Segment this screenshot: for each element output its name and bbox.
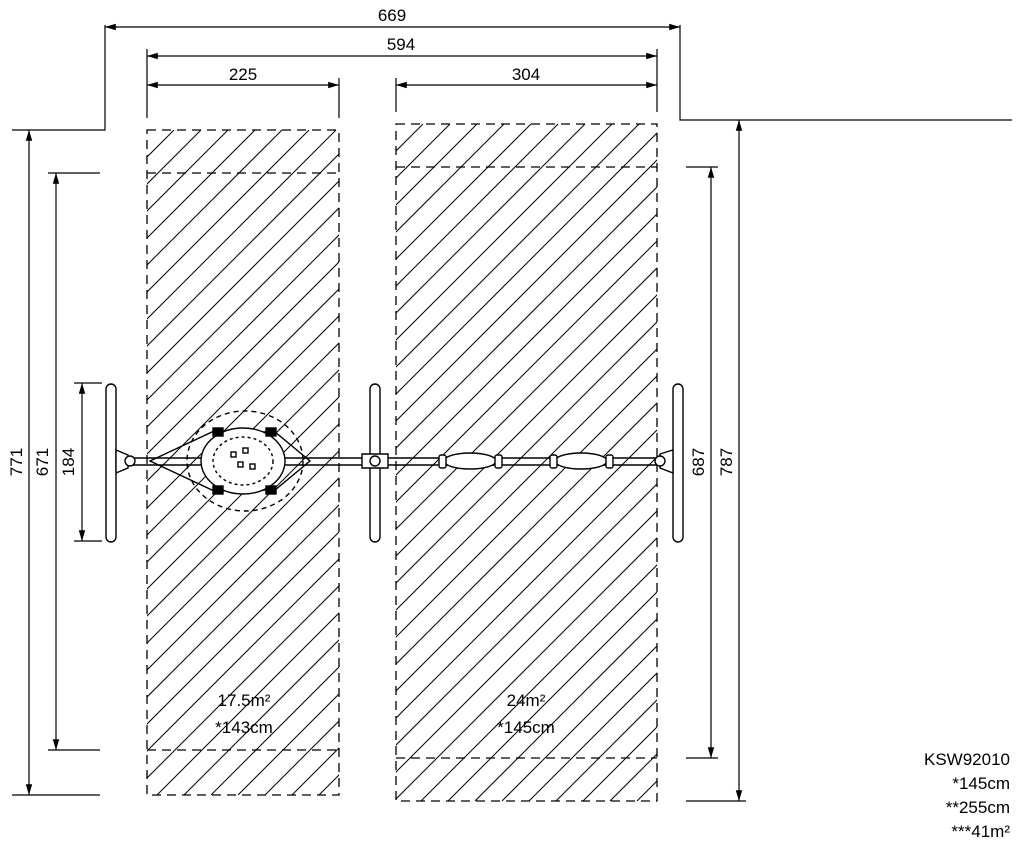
frame-leg-height-label: 184 (59, 448, 78, 476)
hatch-line (420, 564, 657, 801)
hatch-line (147, 130, 283, 266)
hatch-line (210, 666, 339, 795)
hatch-line (147, 130, 175, 158)
hatch-line (501, 645, 657, 801)
swing-frame (105, 383, 684, 543)
hatch-line (147, 234, 339, 428)
belt-seat-2 (549, 452, 614, 470)
hatch-line (147, 450, 339, 644)
hatch-line (528, 672, 657, 801)
hatch-line (156, 612, 339, 795)
left-inner-height-label: 671 (33, 448, 52, 476)
right-zone-area-label: 24m² (507, 691, 546, 710)
hatch-line (396, 186, 657, 449)
middle-a-frame (361, 383, 389, 543)
hatch-line (396, 429, 657, 692)
hatch-line (147, 423, 339, 617)
model-code: KSW92010 (924, 750, 1010, 769)
right-overall-height-label: 787 (717, 448, 736, 476)
hatch-line (396, 124, 559, 287)
hatch-line (147, 288, 339, 482)
hatch-line (396, 213, 657, 476)
hatch-line (396, 321, 657, 584)
hatch-line (396, 348, 657, 611)
left-zone-fall-height-label: *143cm (215, 718, 273, 737)
left-a-frame (105, 383, 136, 543)
dimension-inner-width (146, 49, 658, 118)
hatch-line (147, 207, 339, 401)
hatch-line (147, 180, 339, 374)
dimension-right-zone-width (395, 78, 657, 112)
overall-width-label: 669 (378, 6, 406, 25)
dimension-right-inner-height (686, 166, 718, 759)
hatch-line (147, 531, 339, 725)
hatch-line (147, 315, 339, 509)
hatch-line (396, 132, 657, 395)
dimension-left-zone-width (147, 78, 340, 118)
hatch-line (147, 130, 310, 293)
hatch-line (396, 124, 640, 368)
hatch-line (396, 124, 586, 314)
dimension-overall-width (12, 23, 1012, 131)
inner-width-label: 594 (387, 35, 415, 54)
hatch-line (396, 124, 613, 341)
hatch-line (396, 159, 657, 422)
hatch-line (555, 699, 657, 801)
hatch-line (183, 639, 339, 795)
right-a-frame (654, 383, 684, 543)
right-zone-width-label: 304 (512, 65, 540, 84)
hatch-line (147, 153, 339, 347)
spec-area: ***41m² (951, 822, 1010, 841)
hatch-line (147, 130, 337, 320)
hatch-line (396, 240, 657, 503)
left-zone-area-label: 17.5m² (218, 691, 271, 710)
hatch-line (396, 537, 657, 800)
spec-block: KSW92010 *145cm **255cm ***41m² (924, 748, 1010, 844)
dimension-frame-leg-height (74, 382, 102, 542)
hatch-line (147, 558, 339, 752)
hatch-line (147, 585, 339, 779)
right-inner-height-label: 687 (689, 448, 708, 476)
hatch-line (147, 130, 202, 185)
belt-seat-1 (438, 452, 503, 470)
dimension-left-overall-height (12, 130, 100, 796)
left-overall-height-label: 771 (7, 448, 26, 476)
hatch-line (147, 504, 339, 698)
hatch-line (396, 483, 657, 746)
right-zone-fall-height-label: *145cm (497, 718, 555, 737)
hatch-line (447, 591, 657, 801)
hatch-line (396, 456, 657, 719)
dimension-left-inner-height (48, 172, 100, 751)
dimension-right-overall-height (686, 120, 746, 802)
hatch-line (474, 618, 657, 801)
left-zone-width-label: 225 (229, 65, 257, 84)
hatch-line (396, 124, 532, 260)
spec-free-fall-height: *145cm (952, 774, 1010, 793)
hatch-line (582, 726, 657, 801)
hatch-line (396, 510, 657, 773)
spec-height: **255cm (945, 798, 1010, 817)
nest-swing (148, 410, 312, 512)
